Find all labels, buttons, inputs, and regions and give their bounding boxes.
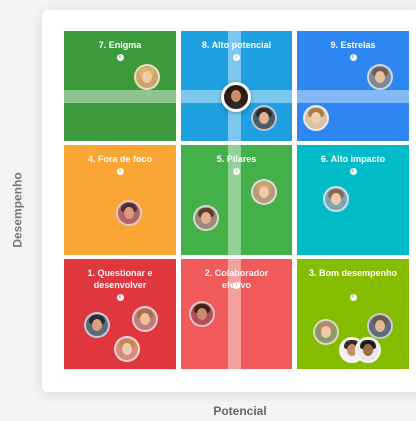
employee-avatar[interactable] — [132, 306, 158, 332]
employee-avatar[interactable] — [84, 312, 110, 338]
box-alto-impacto[interactable]: 6. Alto impacto i — [297, 145, 409, 255]
marker-face — [231, 90, 241, 102]
employee-avatar[interactable] — [189, 301, 215, 327]
box-colaborador-efetivo[interactable]: 2. Colaborador efetivo i — [181, 259, 292, 369]
box-fora-de-foco[interactable]: 4. Fora de foco i — [64, 145, 176, 255]
info-icon[interactable]: i — [116, 294, 124, 301]
box-title: 8. Alto potencial — [201, 40, 272, 50]
box-title: 3. Bom desempenho — [308, 268, 398, 278]
box-title: 7. Enigma — [98, 40, 142, 50]
box-title: 5. Pilares — [216, 154, 257, 164]
box-title: 6. Alto impacto — [320, 154, 386, 164]
selected-person-avatar[interactable] — [221, 82, 251, 112]
employee-avatar[interactable] — [367, 64, 393, 90]
x-axis-label: Potencial — [213, 404, 267, 418]
marker-body — [227, 102, 245, 109]
info-icon[interactable]: i — [349, 168, 357, 175]
info-icon[interactable]: i — [349, 294, 357, 301]
info-icon[interactable]: i — [116, 54, 124, 61]
box-title: 4. Fora de foco — [87, 154, 152, 164]
employee-avatar[interactable] — [251, 179, 277, 205]
y-axis-label: Desempenho — [4, 170, 32, 250]
info-icon[interactable]: i — [233, 282, 240, 289]
employee-avatar[interactable] — [355, 337, 381, 363]
employee-avatar[interactable] — [114, 336, 140, 362]
box-bom-desempenho[interactable]: 3. Bom desempenho i — [297, 259, 409, 369]
info-icon[interactable]: i — [116, 168, 124, 175]
employee-avatar[interactable] — [116, 200, 142, 226]
employee-avatar[interactable] — [313, 319, 339, 345]
info-icon[interactable]: i — [349, 54, 357, 61]
info-icon[interactable]: i — [233, 168, 240, 175]
box-enigma[interactable]: 7. Enigma i — [64, 31, 176, 141]
employee-avatar[interactable] — [367, 313, 393, 339]
box-estrelas[interactable]: 9. Estrelas i — [297, 31, 409, 141]
box-questionar-e-desenvolver[interactable]: 1. Questionar e desenvolver i — [64, 259, 176, 369]
info-icon[interactable]: i — [233, 54, 240, 61]
employee-avatar[interactable] — [134, 64, 160, 90]
y-axis-label-text: Desempenho — [11, 172, 26, 248]
employee-avatar[interactable] — [193, 205, 219, 231]
employee-avatar[interactable] — [323, 186, 349, 212]
box-title: 9. Estrelas — [330, 40, 376, 50]
employee-avatar[interactable] — [251, 105, 277, 131]
employee-avatar[interactable] — [303, 105, 329, 131]
box-title: 1. Questionar e desenvolver — [87, 268, 153, 290]
box-pilares[interactable]: 5. Pilares i — [181, 145, 292, 255]
